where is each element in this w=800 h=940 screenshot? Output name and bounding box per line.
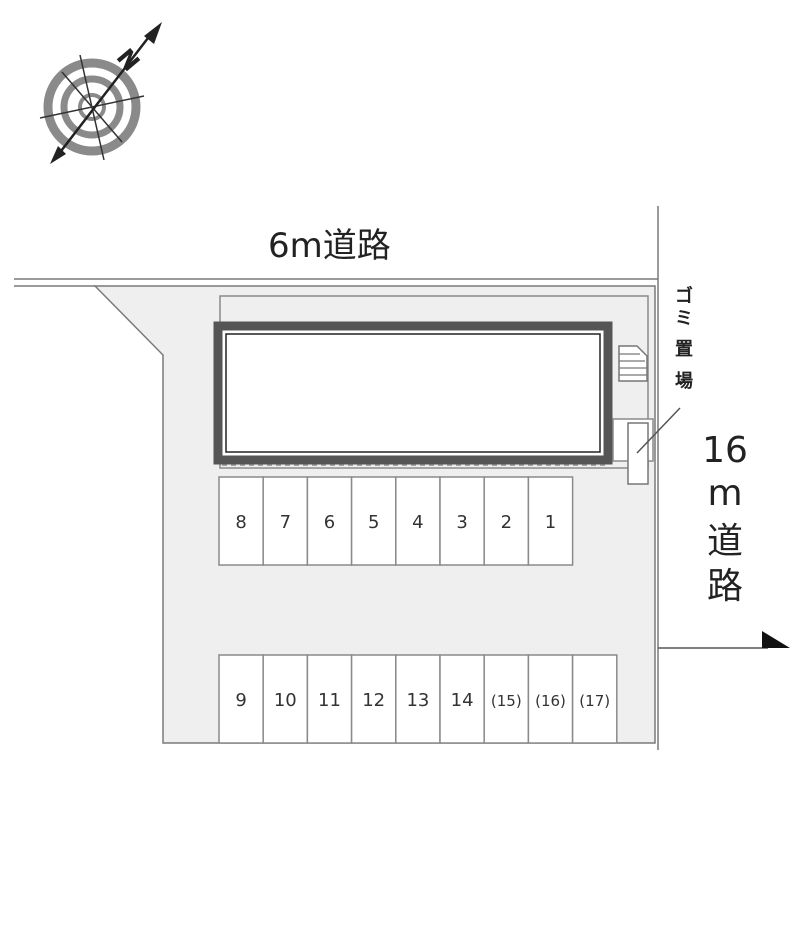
parking-space-number: 9 — [235, 690, 246, 711]
parking-space-number: 1 — [545, 512, 556, 533]
parking-space — [350, 476, 397, 566]
parking-space-number: 12 — [362, 690, 385, 711]
parking-space — [483, 654, 530, 744]
parking-space-number: 6 — [324, 512, 335, 533]
parking-row-bottom: 9 10 11 12 13 14 (15) (16) (17) — [218, 654, 618, 744]
parking-space — [306, 654, 353, 744]
garbage-leader-line — [636, 407, 681, 454]
parking-space-number: (15) — [491, 692, 522, 710]
entrance-arrow-icon — [658, 631, 790, 649]
right-road-width-digits: 16 — [702, 430, 748, 471]
parking-space — [527, 654, 574, 744]
parking-space — [262, 654, 309, 744]
parking-space — [262, 476, 309, 566]
parking-space-number: 3 — [456, 512, 467, 533]
building — [213, 321, 613, 465]
parking-space — [218, 476, 264, 566]
garbage-area-char-2: ミ — [675, 308, 693, 329]
parking-space — [483, 476, 530, 566]
parking-space — [571, 654, 618, 744]
parking-space-number: (17) — [579, 692, 610, 710]
right-road-width-unit: m — [707, 473, 742, 514]
parking-space — [527, 476, 574, 566]
parking-space — [350, 654, 397, 744]
right-road-label-char-1: 道 — [707, 521, 743, 562]
garbage-area-char-3: 置 — [675, 339, 693, 360]
parking-space-number: 2 — [501, 512, 512, 533]
parking-space-number: 11 — [318, 690, 341, 711]
parking-space-number: 14 — [451, 690, 474, 711]
parking-row-top: 8 7 6 5 4 3 2 1 — [218, 476, 574, 566]
parking-space — [218, 654, 264, 744]
parking-space-number: 10 — [274, 690, 297, 711]
garbage-area-char-1: ゴ — [675, 285, 693, 307]
parking-space — [439, 476, 485, 566]
garbage-area-char-4: 場 — [675, 371, 693, 392]
parking-space-number: 8 — [235, 512, 246, 533]
parking-space-number: 4 — [412, 512, 423, 533]
compass-rose-icon: N — [39, 22, 162, 164]
parking-space-number: (16) — [535, 692, 566, 710]
right-road-label-char-2: 路 — [707, 566, 743, 607]
top-road-label: 6m道路 — [268, 226, 391, 266]
stairs-icon — [618, 345, 648, 382]
garbage-area-bin — [627, 422, 649, 485]
parking-space — [395, 654, 441, 744]
parking-space-number: 7 — [280, 512, 291, 533]
parking-space-number: 13 — [406, 690, 429, 711]
parking-space-number: 5 — [368, 512, 379, 533]
parking-space — [439, 654, 485, 744]
